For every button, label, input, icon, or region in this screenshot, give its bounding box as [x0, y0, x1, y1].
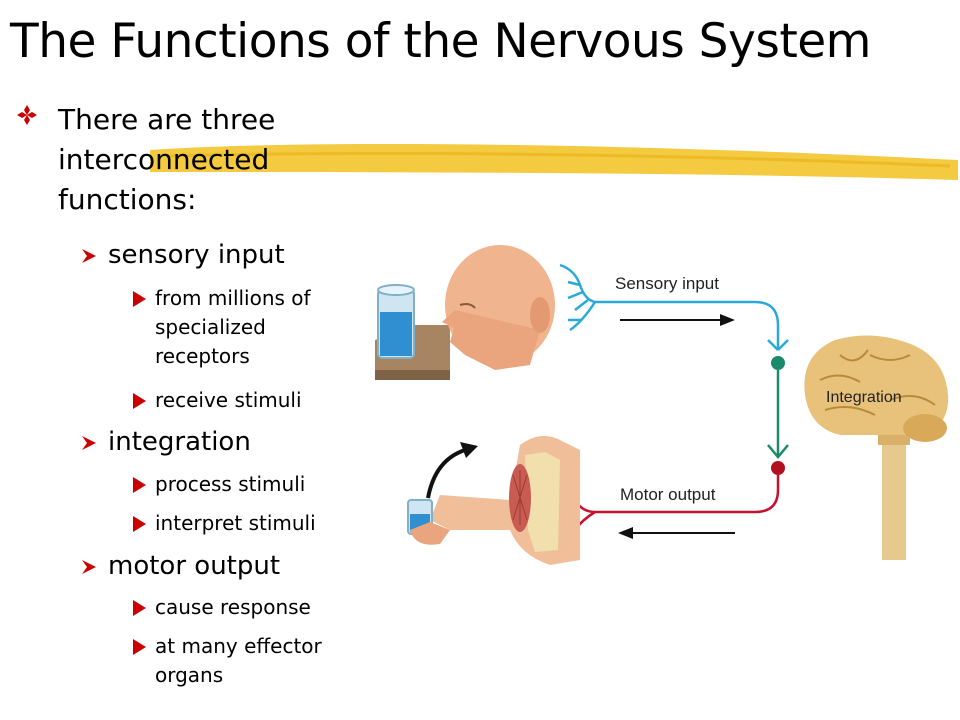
- arrow-bullet-icon: [82, 560, 96, 574]
- detail-text: receive stimuli: [155, 388, 302, 412]
- triangle-bullet-icon: [133, 516, 146, 532]
- curved-arrow-icon: [426, 442, 478, 499]
- detail-text: process stimuli: [155, 472, 306, 496]
- page-title: The Functions of the Nervous System: [10, 14, 871, 69]
- triangle-bullet-icon: [133, 600, 146, 616]
- function-label: sensory input: [108, 240, 285, 270]
- triangle-bullet-icon: [133, 393, 146, 409]
- synapse-connector: [767, 356, 789, 475]
- highlighter-stroke: [150, 144, 958, 180]
- detail-text: interpret stimuli: [155, 511, 316, 535]
- arrow-bullet-icon: [82, 249, 96, 263]
- motor-output-label: Motor output: [620, 485, 716, 504]
- arrow-bullet-icon: [82, 436, 96, 450]
- human-arm-icon: [407, 436, 580, 565]
- detail-text: cause response: [155, 595, 311, 619]
- integration-label: Integration: [826, 389, 902, 406]
- triangle-bullet-icon: [133, 291, 146, 307]
- triangle-bullet-icon: [133, 639, 146, 655]
- left-arrow-icon: [618, 527, 735, 539]
- detail-text: at many effector organs: [155, 634, 322, 687]
- detail-text: from millions of specialized receptors: [155, 286, 311, 368]
- triangle-bullet-icon: [133, 477, 146, 493]
- right-arrow-icon: [620, 314, 735, 326]
- sensory-input-label: Sensory input: [615, 274, 719, 293]
- brain-icon: [804, 335, 949, 560]
- human-head-icon: [442, 245, 555, 370]
- nervous-system-diagram: Sensory input Motor output: [375, 245, 949, 565]
- function-label: motor output: [108, 551, 281, 581]
- intro-text: There are three interconnected functions…: [58, 103, 276, 216]
- sensory-nerve: [559, 263, 789, 351]
- diamond-bullet-icon: [17, 105, 37, 125]
- water-glass-on-table-icon: [375, 284, 450, 380]
- function-label: integration: [108, 427, 251, 457]
